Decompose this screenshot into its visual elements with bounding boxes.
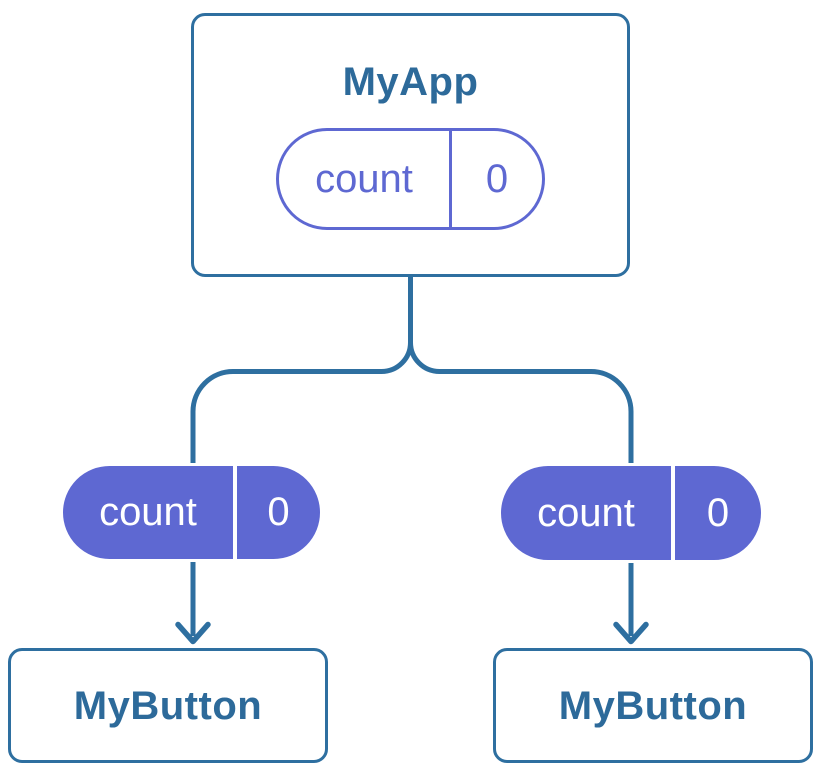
prop-value-label: 0 [267,490,290,534]
mybutton-card-right: MyButton [493,648,813,763]
prop-name-label: count [537,490,635,535]
prop-name-label: count [99,490,197,534]
pill-divider [233,466,237,559]
arrow-right-head-icon [613,621,649,645]
prop-name-label: count [315,156,413,201]
pill-divider [449,131,452,227]
mybutton-right-title: MyButton [558,683,748,728]
mybutton-card-left: MyButton [8,648,328,763]
prop-value-label: 0 [485,156,509,201]
myapp-props-pill: count 0 [276,128,545,230]
pill-divider [671,466,675,560]
right-props-pill: count 0 [498,463,764,563]
myapp-card: MyApp count 0 [191,13,630,277]
branch-right-line [408,342,634,475]
branch-left-line [190,342,413,475]
left-props-pill: count 0 [60,463,323,562]
myapp-title: MyApp [342,60,479,104]
arrow-left-head-icon [175,621,211,645]
mybutton-left-title: MyButton [73,683,263,728]
prop-value-label: 0 [706,490,730,535]
